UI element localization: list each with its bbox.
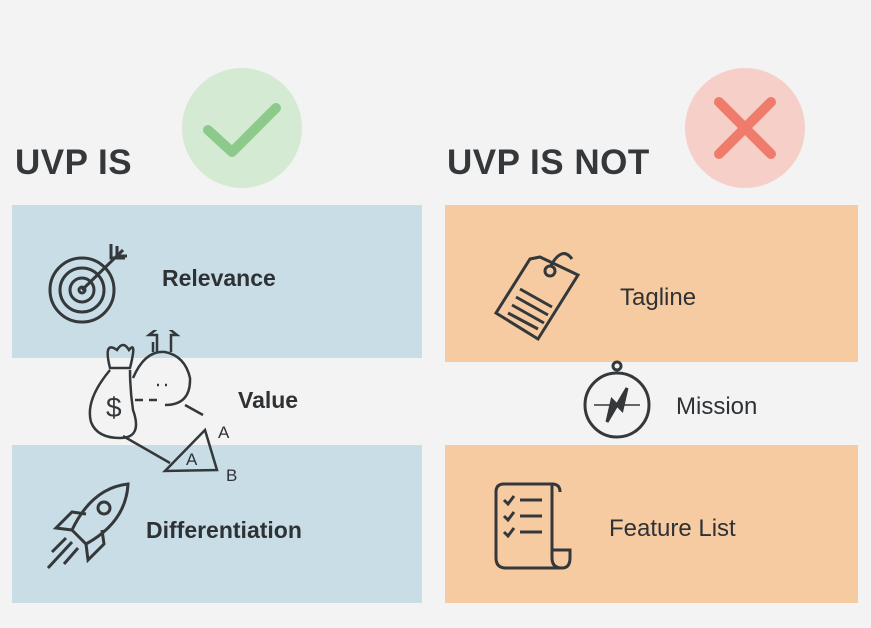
uvp-is-title: UVP IS (15, 143, 133, 182)
differentiation-label: Differentiation (146, 517, 302, 543)
feature-list-panel (445, 445, 858, 603)
money-bag-icon (85, 330, 245, 490)
rocket-icon (42, 480, 134, 575)
target-icon (45, 240, 135, 330)
feature-list-label: Feature List (609, 515, 736, 542)
uvp-is-not-title: UVP IS NOT (447, 143, 650, 182)
value-letter-a1: A (218, 423, 230, 442)
relevance-label: Relevance (162, 265, 276, 291)
differentiation-panel (12, 445, 422, 603)
checkmark-icon (182, 68, 302, 188)
tag-icon (490, 245, 585, 345)
tagline-label: Tagline (620, 284, 697, 311)
value-letter-a2: A (186, 450, 198, 469)
compass-icon (582, 360, 652, 440)
value-label: Value (238, 387, 299, 413)
checklist-scroll-icon (490, 478, 575, 573)
dollar-sign: $ (106, 392, 122, 423)
mission-label: Mission (676, 393, 758, 420)
relevance-panel (12, 205, 422, 358)
x-icon (685, 68, 805, 188)
value-letter-b: B (226, 466, 238, 485)
